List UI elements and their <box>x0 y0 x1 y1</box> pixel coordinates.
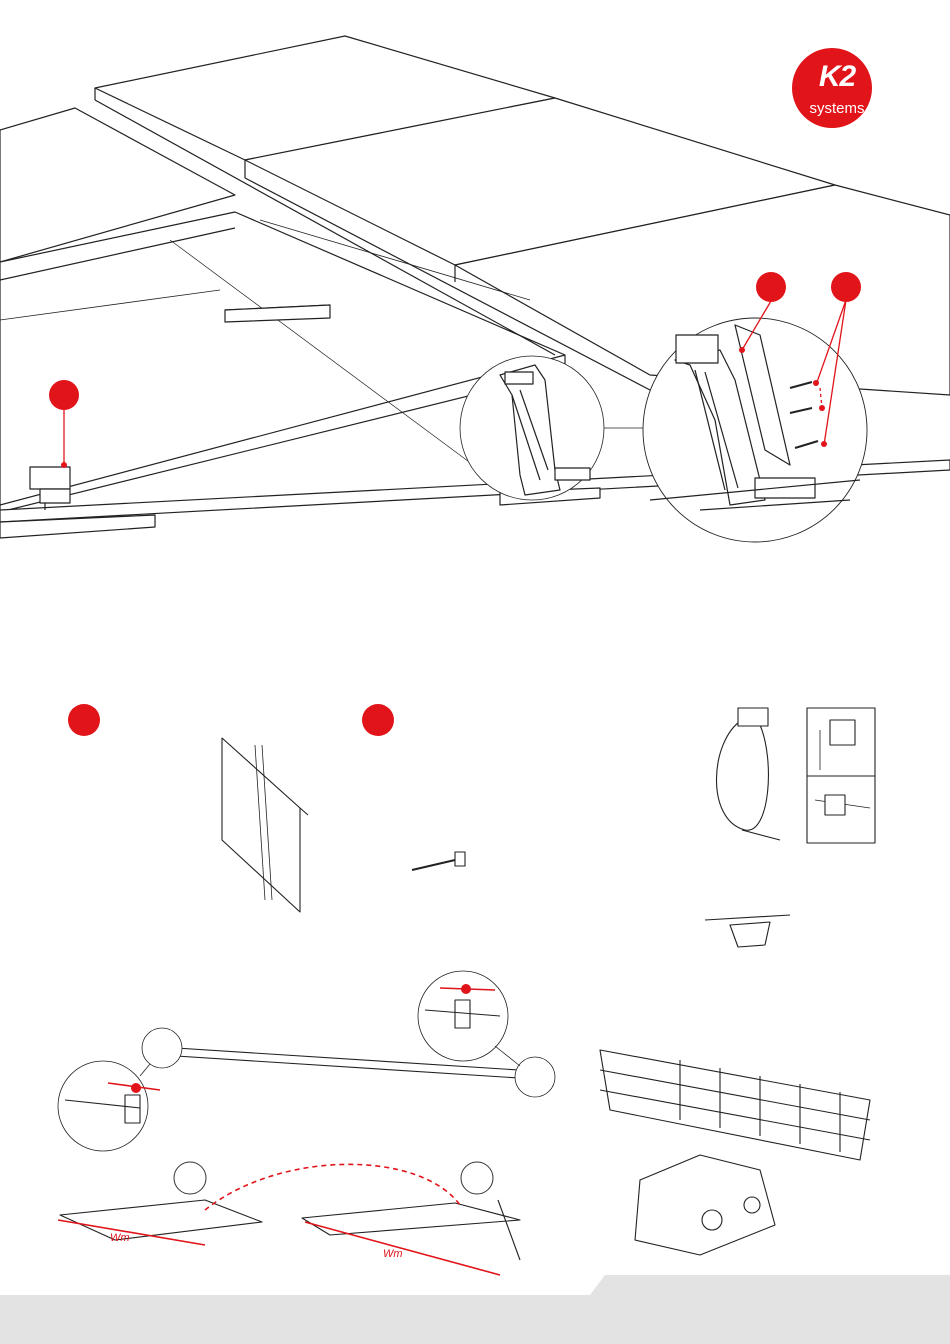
wind-deflector <box>222 738 308 912</box>
callout-marker-3 <box>831 272 861 302</box>
callout-marker-2 <box>756 272 786 302</box>
circle-outline-icon <box>461 1162 493 1194</box>
page-footer <box>0 1295 950 1344</box>
rear-support <box>460 356 604 500</box>
section-marker-a <box>68 704 100 736</box>
cable-tie <box>716 708 875 843</box>
cable-tray <box>600 1050 870 1160</box>
callout-marker-1 <box>49 380 79 410</box>
logo-subtext: systems <box>794 101 880 117</box>
module-width-diagram <box>60 1200 520 1260</box>
cable-clip <box>705 915 790 947</box>
circle-outline-icon <box>174 1162 206 1194</box>
width-label-left: Wm <box>110 1232 130 1244</box>
width-label-right: Wm <box>383 1248 403 1260</box>
logo-text: K2 <box>794 62 880 92</box>
ballast-block <box>635 1155 775 1255</box>
detail-zoom <box>643 318 867 542</box>
self-tapping-screw <box>412 852 465 870</box>
connecting-rod <box>58 971 555 1151</box>
section-marker-b <box>362 704 394 736</box>
